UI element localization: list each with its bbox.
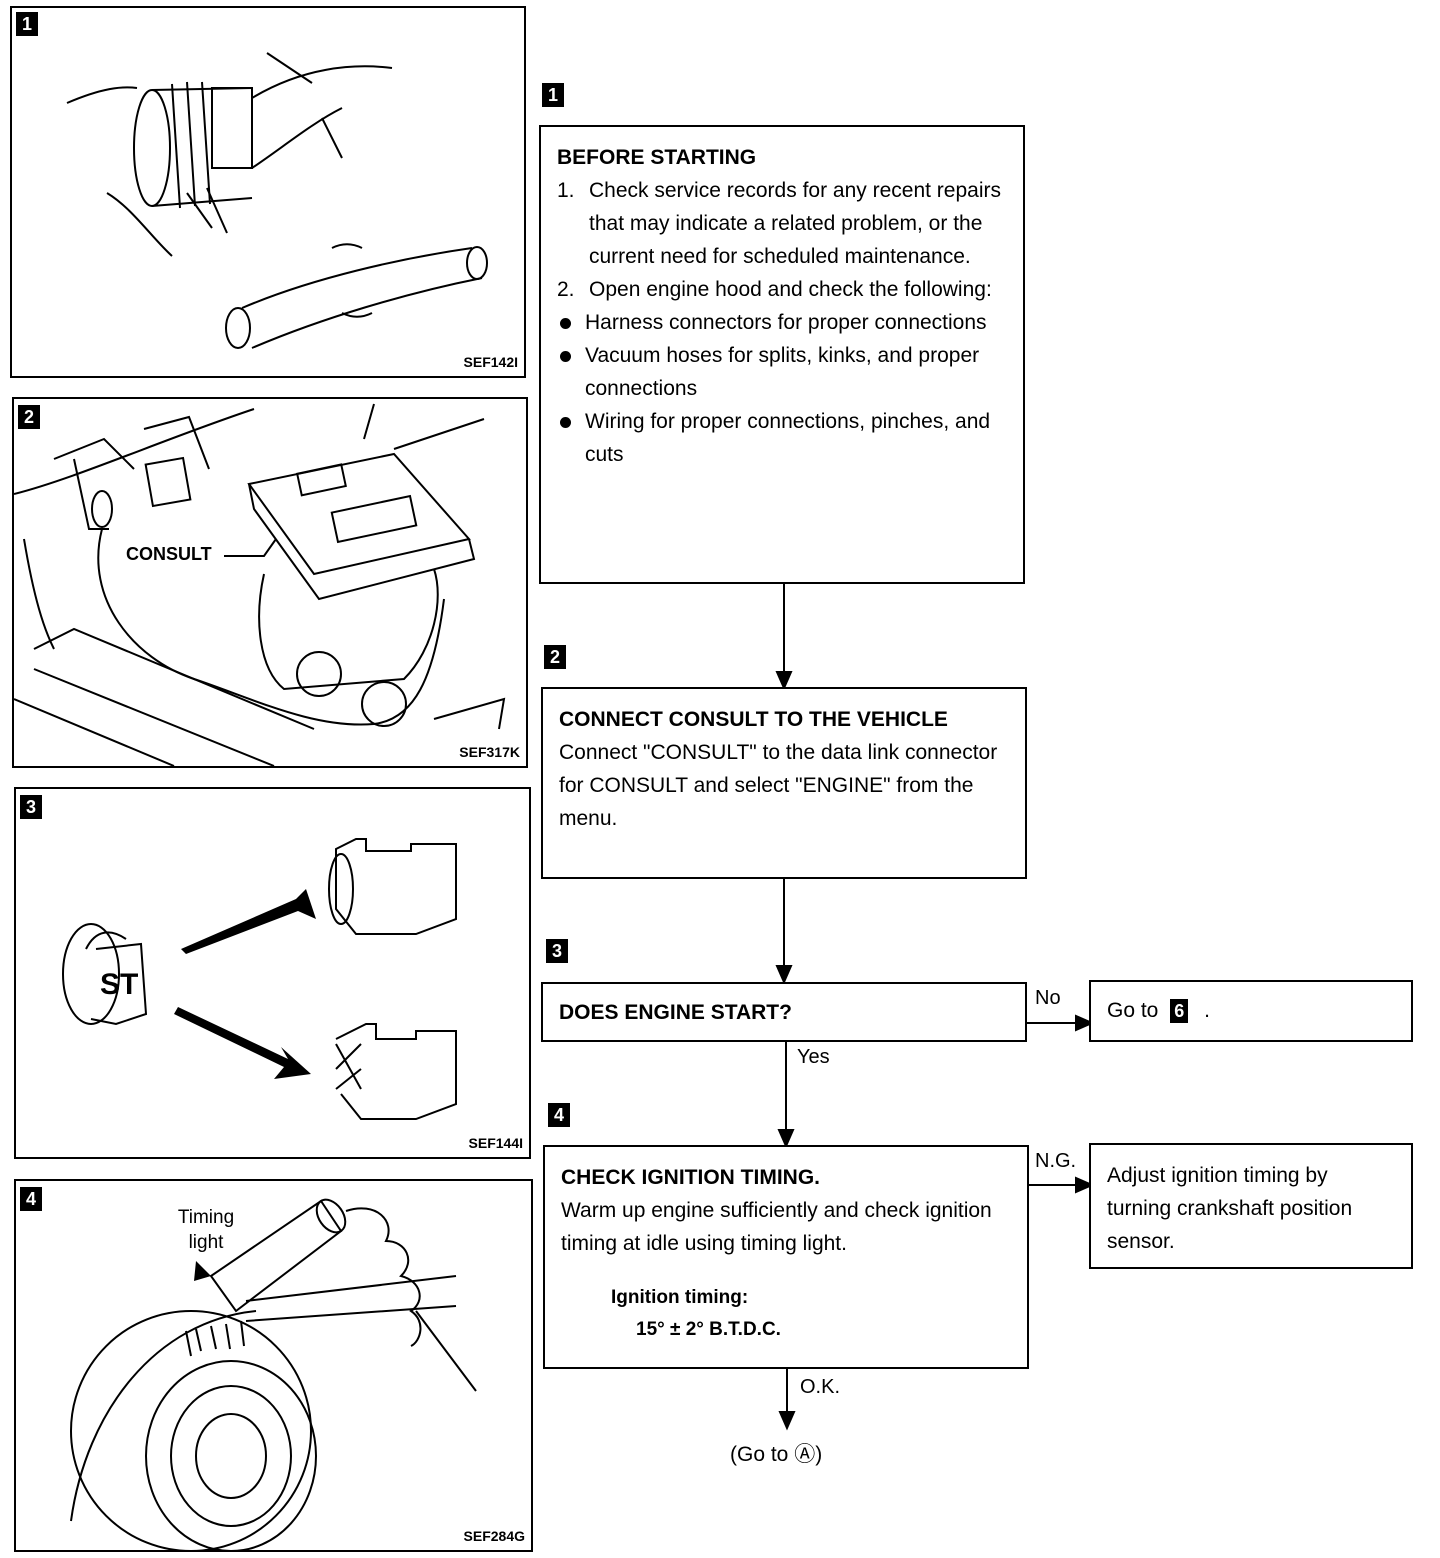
- step-title: DOES ENGINE START?: [559, 1001, 792, 1024]
- item-marker: 1.: [557, 179, 575, 202]
- step-number-2: 2: [544, 645, 566, 669]
- ng-branch-label: N.G.: [1035, 1150, 1077, 1172]
- adjust-timing-box: Adjust ignition timing by turning cranks…: [1089, 1143, 1413, 1269]
- figure-code: SEF142I: [463, 354, 518, 370]
- bullet-item: Vacuum hoses for splits, kinks, and prop…: [557, 339, 1007, 405]
- step-number-1: 1: [542, 83, 564, 107]
- checklist-item: 1. Check service records for any recent …: [557, 174, 1007, 273]
- ng-result-text: Adjust ignition timing by turning cranks…: [1107, 1164, 1353, 1253]
- checklist-item: 2. Open engine hood and check the follow…: [557, 273, 1007, 306]
- start-key-label: ST: [100, 968, 138, 1001]
- timing-light-drawing: [70, 1198, 477, 1550]
- step-number-3: 3: [546, 939, 568, 963]
- step-title: BEFORE STARTING: [557, 146, 757, 169]
- go-to-step-6-box: Go to 6 .: [1089, 980, 1413, 1042]
- illustration-panel-2: 2 CONSULT SEF317K: [12, 397, 528, 768]
- spec-value: 15° ± 2° B.T.D.C.: [636, 1319, 781, 1340]
- ok-branch-label: O.K.: [800, 1376, 841, 1398]
- step-4-box: CHECK IGNITION TIMING. Warm up engine su…: [543, 1145, 1029, 1369]
- ok-result-text: (Go to Ⓐ): [730, 1443, 823, 1466]
- step-ref-badge: 6: [1170, 999, 1189, 1023]
- item-text: Check service records for any recent rep…: [589, 179, 1001, 268]
- hose-inspection-drawing: [66, 52, 488, 349]
- bullet-text: Harness connectors for proper connection…: [585, 311, 987, 334]
- step-1-box: BEFORE STARTING 1. Check service records…: [539, 125, 1025, 584]
- panel-number: 2: [18, 405, 40, 429]
- item-marker: 2.: [557, 278, 575, 301]
- illustration-panel-4: 4 Timing light SEF284G: [14, 1179, 533, 1552]
- item-text: Open engine hood and check the following…: [589, 278, 992, 301]
- bullet-icon: [560, 417, 571, 428]
- consult-leader-line: [224, 538, 277, 557]
- step-3-box: DOES ENGINE START?: [541, 982, 1027, 1042]
- timing-light-callout: Timing light: [177, 1207, 235, 1253]
- bullet-item: Wiring for proper connections, pinches, …: [557, 405, 1007, 471]
- bullet-text: Wiring for proper connections, pinches, …: [585, 410, 991, 466]
- bullet-icon: [560, 318, 571, 329]
- go-to-suffix: .: [1204, 999, 1210, 1022]
- step-number-4: 4: [548, 1103, 570, 1127]
- step-title: CHECK IGNITION TIMING.: [561, 1166, 820, 1189]
- step-title: CONNECT CONSULT TO THE VEHICLE: [559, 708, 948, 731]
- bullet-icon: [560, 351, 571, 362]
- consult-callout: CONSULT: [126, 544, 212, 564]
- consult-connection-drawing: [14, 403, 506, 766]
- bullet-text: Vacuum hoses for splits, kinks, and prop…: [585, 344, 980, 400]
- engine-start-drawing: ST: [62, 838, 457, 1120]
- panel-number: 3: [20, 795, 42, 819]
- no-branch-label: No: [1035, 987, 1061, 1009]
- step-body: Warm up engine sufficiently and check ig…: [561, 1199, 992, 1255]
- step-body: Connect "CONSULT" to the data link conne…: [559, 741, 998, 830]
- figure-code: SEF144I: [468, 1135, 523, 1151]
- illustration-panel-1: 1 SEF142I: [10, 6, 526, 378]
- figure-code: SEF317K: [459, 744, 520, 760]
- spec-label: Ignition timing:: [611, 1287, 749, 1308]
- illustration-panel-3: 3 ST SEF144I: [14, 787, 531, 1159]
- bullet-item: Harness connectors for proper connection…: [557, 306, 1007, 339]
- go-to-text: Go to: [1107, 999, 1159, 1022]
- figure-code: SEF284G: [463, 1528, 525, 1544]
- yes-branch-label: Yes: [797, 1046, 830, 1068]
- panel-number: 4: [20, 1187, 42, 1211]
- step-2-box: CONNECT CONSULT TO THE VEHICLE Connect "…: [541, 687, 1027, 879]
- panel-number: 1: [16, 12, 38, 36]
